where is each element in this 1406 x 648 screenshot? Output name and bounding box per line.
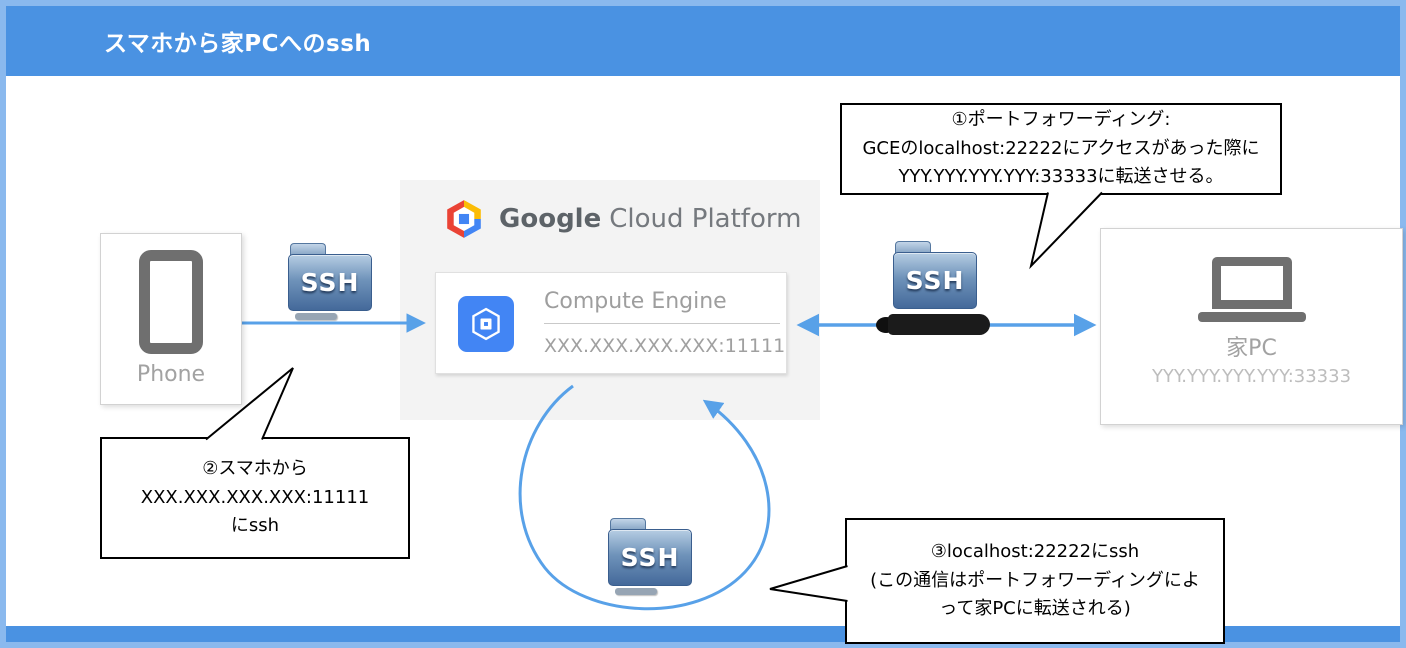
callout-line: XXX.XXX.XXX.XXX:11111	[140, 486, 370, 508]
compute-engine-card: Compute Engine XXX.XXX.XXX.XXX:11111	[435, 272, 787, 374]
ssh-cable	[295, 313, 337, 320]
gcp-logo-row: Google Cloud Platform	[443, 197, 801, 241]
phone-card: Phone	[100, 233, 242, 405]
callout-line: GCEのlocalhost:22222にアクセスがあった際に	[862, 137, 1260, 159]
ssh-label: SSH	[300, 268, 360, 297]
home-pc-ip-address: YYY.YYY.YYY.YYY:33333	[1151, 366, 1352, 387]
ssh-folder-icon-pc: SSH	[893, 228, 977, 320]
laptop-base	[1197, 312, 1306, 322]
gcp-logo-icon	[447, 200, 481, 238]
gcp-brand-cloud-platform: Cloud Platform	[609, 204, 802, 234]
compute-engine-title: Compute Engine	[544, 289, 727, 314]
callout-line: ②スマホから	[202, 457, 308, 479]
laptop-screen	[1211, 257, 1292, 309]
compute-engine-icon	[458, 296, 514, 352]
home-pc-label: 家PC	[1226, 336, 1277, 361]
callout-localhost-ssh: ③localhost:22222にssh (この通信はポートフォワーディングによ…	[845, 518, 1225, 644]
ssh-label: SSH	[620, 543, 680, 572]
callout-line: にssh	[230, 515, 280, 537]
gcp-brand-google: Google	[499, 204, 602, 234]
cable-plug-icon	[876, 313, 992, 337]
home-pc-card: 家PC YYY.YYY.YYY.YYY:33333	[1100, 228, 1403, 425]
title-bar: スマホから家PCへのssh	[6, 6, 1400, 76]
phone-label: Phone	[136, 362, 206, 387]
callout-line: って家PCに転送される)	[939, 598, 1131, 620]
ssh-label: SSH	[905, 266, 965, 295]
ssh-folder-icon-loopback: SSH	[608, 505, 692, 597]
phone-icon	[139, 250, 203, 354]
callout-phone-ssh: ②スマホから XXX.XXX.XXX.XXX:11111 にssh	[100, 437, 410, 559]
ssh-folder-icon-phone: SSH	[288, 230, 372, 322]
callout-line: ①ポートフォワーディング:	[951, 108, 1171, 130]
laptop-icon	[1197, 257, 1306, 322]
callout-line: YYY.YYY.YYY.YYY:33333に転送させる。	[898, 166, 1224, 188]
divider	[544, 323, 780, 324]
callout-line: ③localhost:22222にssh	[930, 540, 1140, 562]
ssh-cable	[615, 588, 657, 595]
gce-ip-address: XXX.XXX.XXX.XXX:11111	[544, 335, 786, 357]
callout-line: (この通信はポートフォワーディングによ	[870, 569, 1200, 591]
page-title: スマホから家PCへのssh	[104, 31, 372, 57]
callout-port-forwarding: ①ポートフォワーディング: GCEのlocalhost:22222にアクセスがあ…	[840, 103, 1282, 195]
